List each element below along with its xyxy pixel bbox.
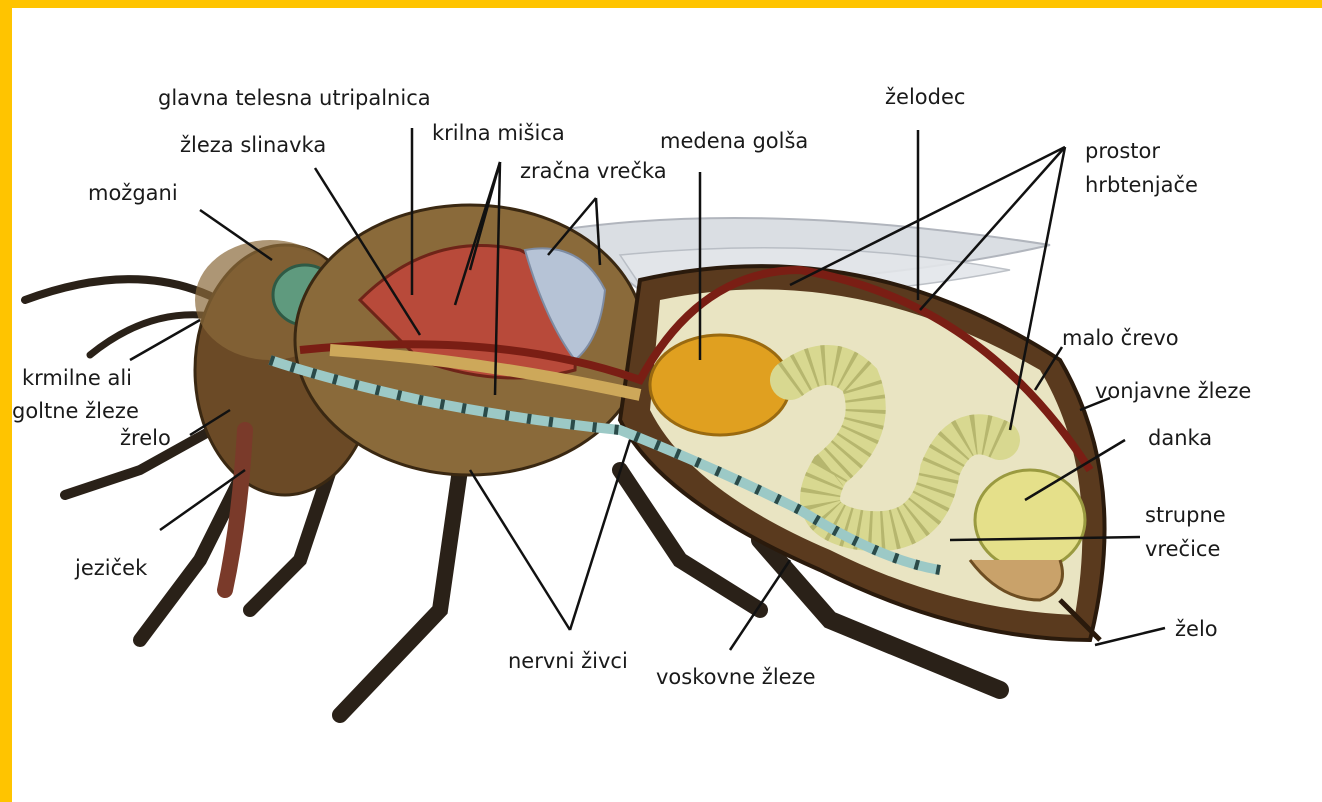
honey-crop <box>650 335 790 435</box>
label-zrelo: žrelo <box>120 426 171 450</box>
leader-line <box>1095 628 1165 645</box>
label-strupne: strupne <box>1145 503 1226 527</box>
label-zelodec: želodec <box>885 85 965 109</box>
label-krilna-misica: krilna mišica <box>432 121 565 145</box>
label-krmilne-ali: krmilne ali <box>22 366 132 390</box>
label-malo-crevo: malo črevo <box>1062 326 1179 350</box>
label-hrbtenjace: hrbtenjače <box>1085 173 1198 197</box>
label-vrecice: vrečice <box>1145 537 1220 561</box>
leg <box>340 470 460 715</box>
label-vonjavne-zleze: vonjavne žleze <box>1095 379 1251 403</box>
label-mozgani: možgani <box>88 181 178 205</box>
label-zracna-vrecka: zračna vrečka <box>520 159 667 183</box>
rectum <box>975 470 1085 570</box>
leader-line <box>920 147 1065 310</box>
leader-line <box>470 470 570 630</box>
label-medena-golsa: medena golša <box>660 129 808 153</box>
label-danka: danka <box>1148 426 1212 450</box>
label-nervni-zivci: nervni živci <box>508 649 628 673</box>
label-jezicek: jeziček <box>74 556 148 580</box>
label-glavna-telesna-utripalnica: glavna telesna utripalnica <box>158 86 431 110</box>
label-zleza-slinavka: žleza slinavka <box>180 133 326 157</box>
label-zelo: želo <box>1175 617 1218 641</box>
label-goltne-zleze: goltne žleze <box>12 399 139 423</box>
label-voskovne-zleze: voskovne žleze <box>656 665 816 689</box>
leader-line <box>570 440 630 630</box>
label-prostor: prostor <box>1085 139 1160 163</box>
